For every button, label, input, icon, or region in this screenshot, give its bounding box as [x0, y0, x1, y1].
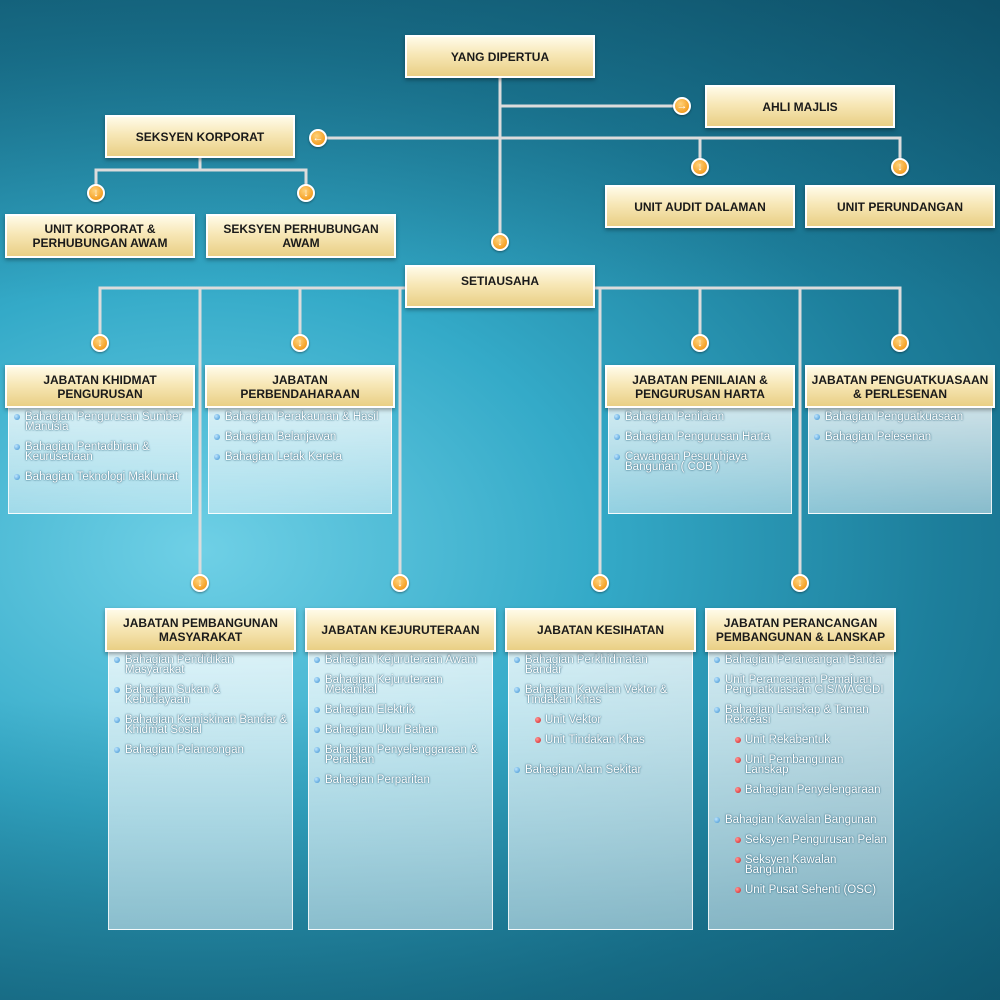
node-jabatan-penilaian: JABATAN PENILAIAN &PENGURUSAN HARTA — [605, 365, 795, 408]
sub-list-item: Seksyen Kawalan Bangunan — [713, 854, 889, 876]
list-item: Bahagian Pelancongan — [113, 744, 288, 756]
panel-penilaian: Bahagian Penilaian Bahagian Pengurusan H… — [608, 405, 792, 514]
list-item: Bahagian Pengurusan Harta — [613, 431, 787, 443]
arrow-down-icon: ↓ — [87, 184, 105, 202]
arrow-down-icon: ↓ — [691, 334, 709, 352]
list-item: Bahagian Pentadbiran & Keurusetiaan — [13, 441, 187, 463]
list-item: Bahagian Ukur Bahan — [313, 724, 488, 736]
list-item: Bahagian Pengurusan Sumber Manusia — [13, 411, 187, 433]
arrow-left-icon: ← — [309, 129, 327, 147]
list-item: Cawangan Pesuruhjaya Bangunan ( COB ) — [613, 451, 787, 473]
panel-khidmat: Bahagian Pengurusan Sumber Manusia Bahag… — [8, 405, 192, 514]
panel-perancangan: Bahagian Perancangan Bandar Unit Peranca… — [708, 648, 894, 930]
sub-list-item: Unit Rekabentuk — [713, 734, 889, 746]
list-item: Bahagian Penguatkuasaan — [813, 411, 987, 423]
list-item: Bahagian Penyelenggaraan & Peralatan — [313, 744, 488, 766]
sub-list-item: Unit Vektor — [513, 714, 688, 726]
list-item: Unit Perancangan Pemajuan Penguatkuasaan… — [713, 674, 889, 696]
panel-perbendaharaan: Bahagian Perakaunan & Hasil Bahagian Bel… — [208, 405, 392, 514]
list-item: Bahagian Pendidikan Masyarakat — [113, 654, 288, 676]
arrow-down-icon: ↓ — [391, 574, 409, 592]
panel-penguatkuasaan: Bahagian Penguatkuasaan Bahagian Pelesen… — [808, 405, 992, 514]
arrow-down-icon: ↓ — [891, 334, 909, 352]
node-jabatan-perbendaharaan: JABATAN PERBENDAHARAAN — [205, 365, 395, 408]
list-item: Bahagian Perkhidmatan Bandar — [513, 654, 688, 676]
sub-list-item: Seksyen Pengurusan Pelan — [713, 834, 889, 846]
panel-kesihatan: Bahagian Perkhidmatan Bandar Bahagian Ka… — [508, 648, 693, 930]
list-item: Bahagian Kawalan Vektor & Tindakan Khas — [513, 684, 688, 706]
panel-pembangunan: Bahagian Pendidikan Masyarakat Bahagian … — [108, 648, 293, 930]
sub-list-item: Bahagian Penyelengaraan — [713, 784, 889, 796]
arrow-down-icon: ↓ — [297, 184, 315, 202]
node-unit-korporat: UNIT KORPORAT &PERHUBUNGAN AWAM — [5, 214, 195, 258]
list-item: Bahagian Kejuruteraan Mekanikal — [313, 674, 488, 696]
list-item: Bahagian Elektrik — [313, 704, 488, 716]
node-unit-perundangan: UNIT PERUNDANGAN — [805, 185, 995, 228]
node-yang-dipertua: YANG DIPERTUA — [405, 35, 595, 78]
node-jabatan-kejuruteraan: JABATAN KEJURUTERAAN — [305, 608, 496, 652]
list-item: Bahagian Perparitan — [313, 774, 488, 786]
list-item: Bahagian Kemiskinan Bandar & Khidmat Sos… — [113, 714, 288, 736]
list-item: Bahagian Letak Kereta — [213, 451, 387, 463]
panel-kejuruteraan: Bahagian Kejuruteraan Awam Bahagian Keju… — [308, 648, 493, 930]
list-item: Bahagian Perancangan Bandar — [713, 654, 889, 666]
list-item: Bahagian Kawalan Bangunan — [713, 814, 889, 826]
arrow-down-icon: ↓ — [191, 574, 209, 592]
list-item: Bahagian Penilaian — [613, 411, 787, 423]
node-seksyen-korporat: SEKSYEN KORPORAT — [105, 115, 295, 158]
list-item: Bahagian Kejuruteraan Awam — [313, 654, 488, 666]
list-item: Bahagian Teknologi Maklumat — [13, 471, 187, 483]
arrow-down-icon: ↓ — [91, 334, 109, 352]
list-item: Bahagian Lanskap & Taman Rekreasi — [713, 704, 889, 726]
list-item: Bahagian Pelesenan — [813, 431, 987, 443]
sub-list-item: Unit Pusat Sehenti (OSC) — [713, 884, 889, 896]
list-item: Bahagian Perakaunan & Hasil — [213, 411, 387, 423]
arrow-down-icon: ↓ — [691, 158, 709, 176]
node-ahli-majlis: AHLI MAJLIS — [705, 85, 895, 128]
arrow-down-icon: ↓ — [591, 574, 609, 592]
sub-list-item: Unit Pembangunan Lanskap — [713, 754, 889, 776]
arrow-down-icon: ↓ — [291, 334, 309, 352]
arrow-down-icon: ↓ — [491, 233, 509, 251]
list-item: Bahagian Alam Sekitar — [513, 764, 688, 776]
arrow-down-icon: ↓ — [791, 574, 809, 592]
arrow-down-icon: ↓ — [891, 158, 909, 176]
list-item: Bahagian Sukan & Kebudayaan — [113, 684, 288, 706]
list-item: Bahagian Belanjawan — [213, 431, 387, 443]
node-jabatan-penguatkuasaan: JABATAN PENGUATKUASAAN& PERLESENAN — [805, 365, 995, 408]
node-unit-audit: UNIT AUDIT DALAMAN — [605, 185, 795, 228]
sub-list-item: Unit Tindakan Khas — [513, 734, 688, 746]
arrow-right-icon: → — [673, 97, 691, 115]
node-setiausaha: SETIAUSAHA — [405, 265, 595, 308]
node-jabatan-kesihatan: JABATAN KESIHATAN — [505, 608, 696, 652]
